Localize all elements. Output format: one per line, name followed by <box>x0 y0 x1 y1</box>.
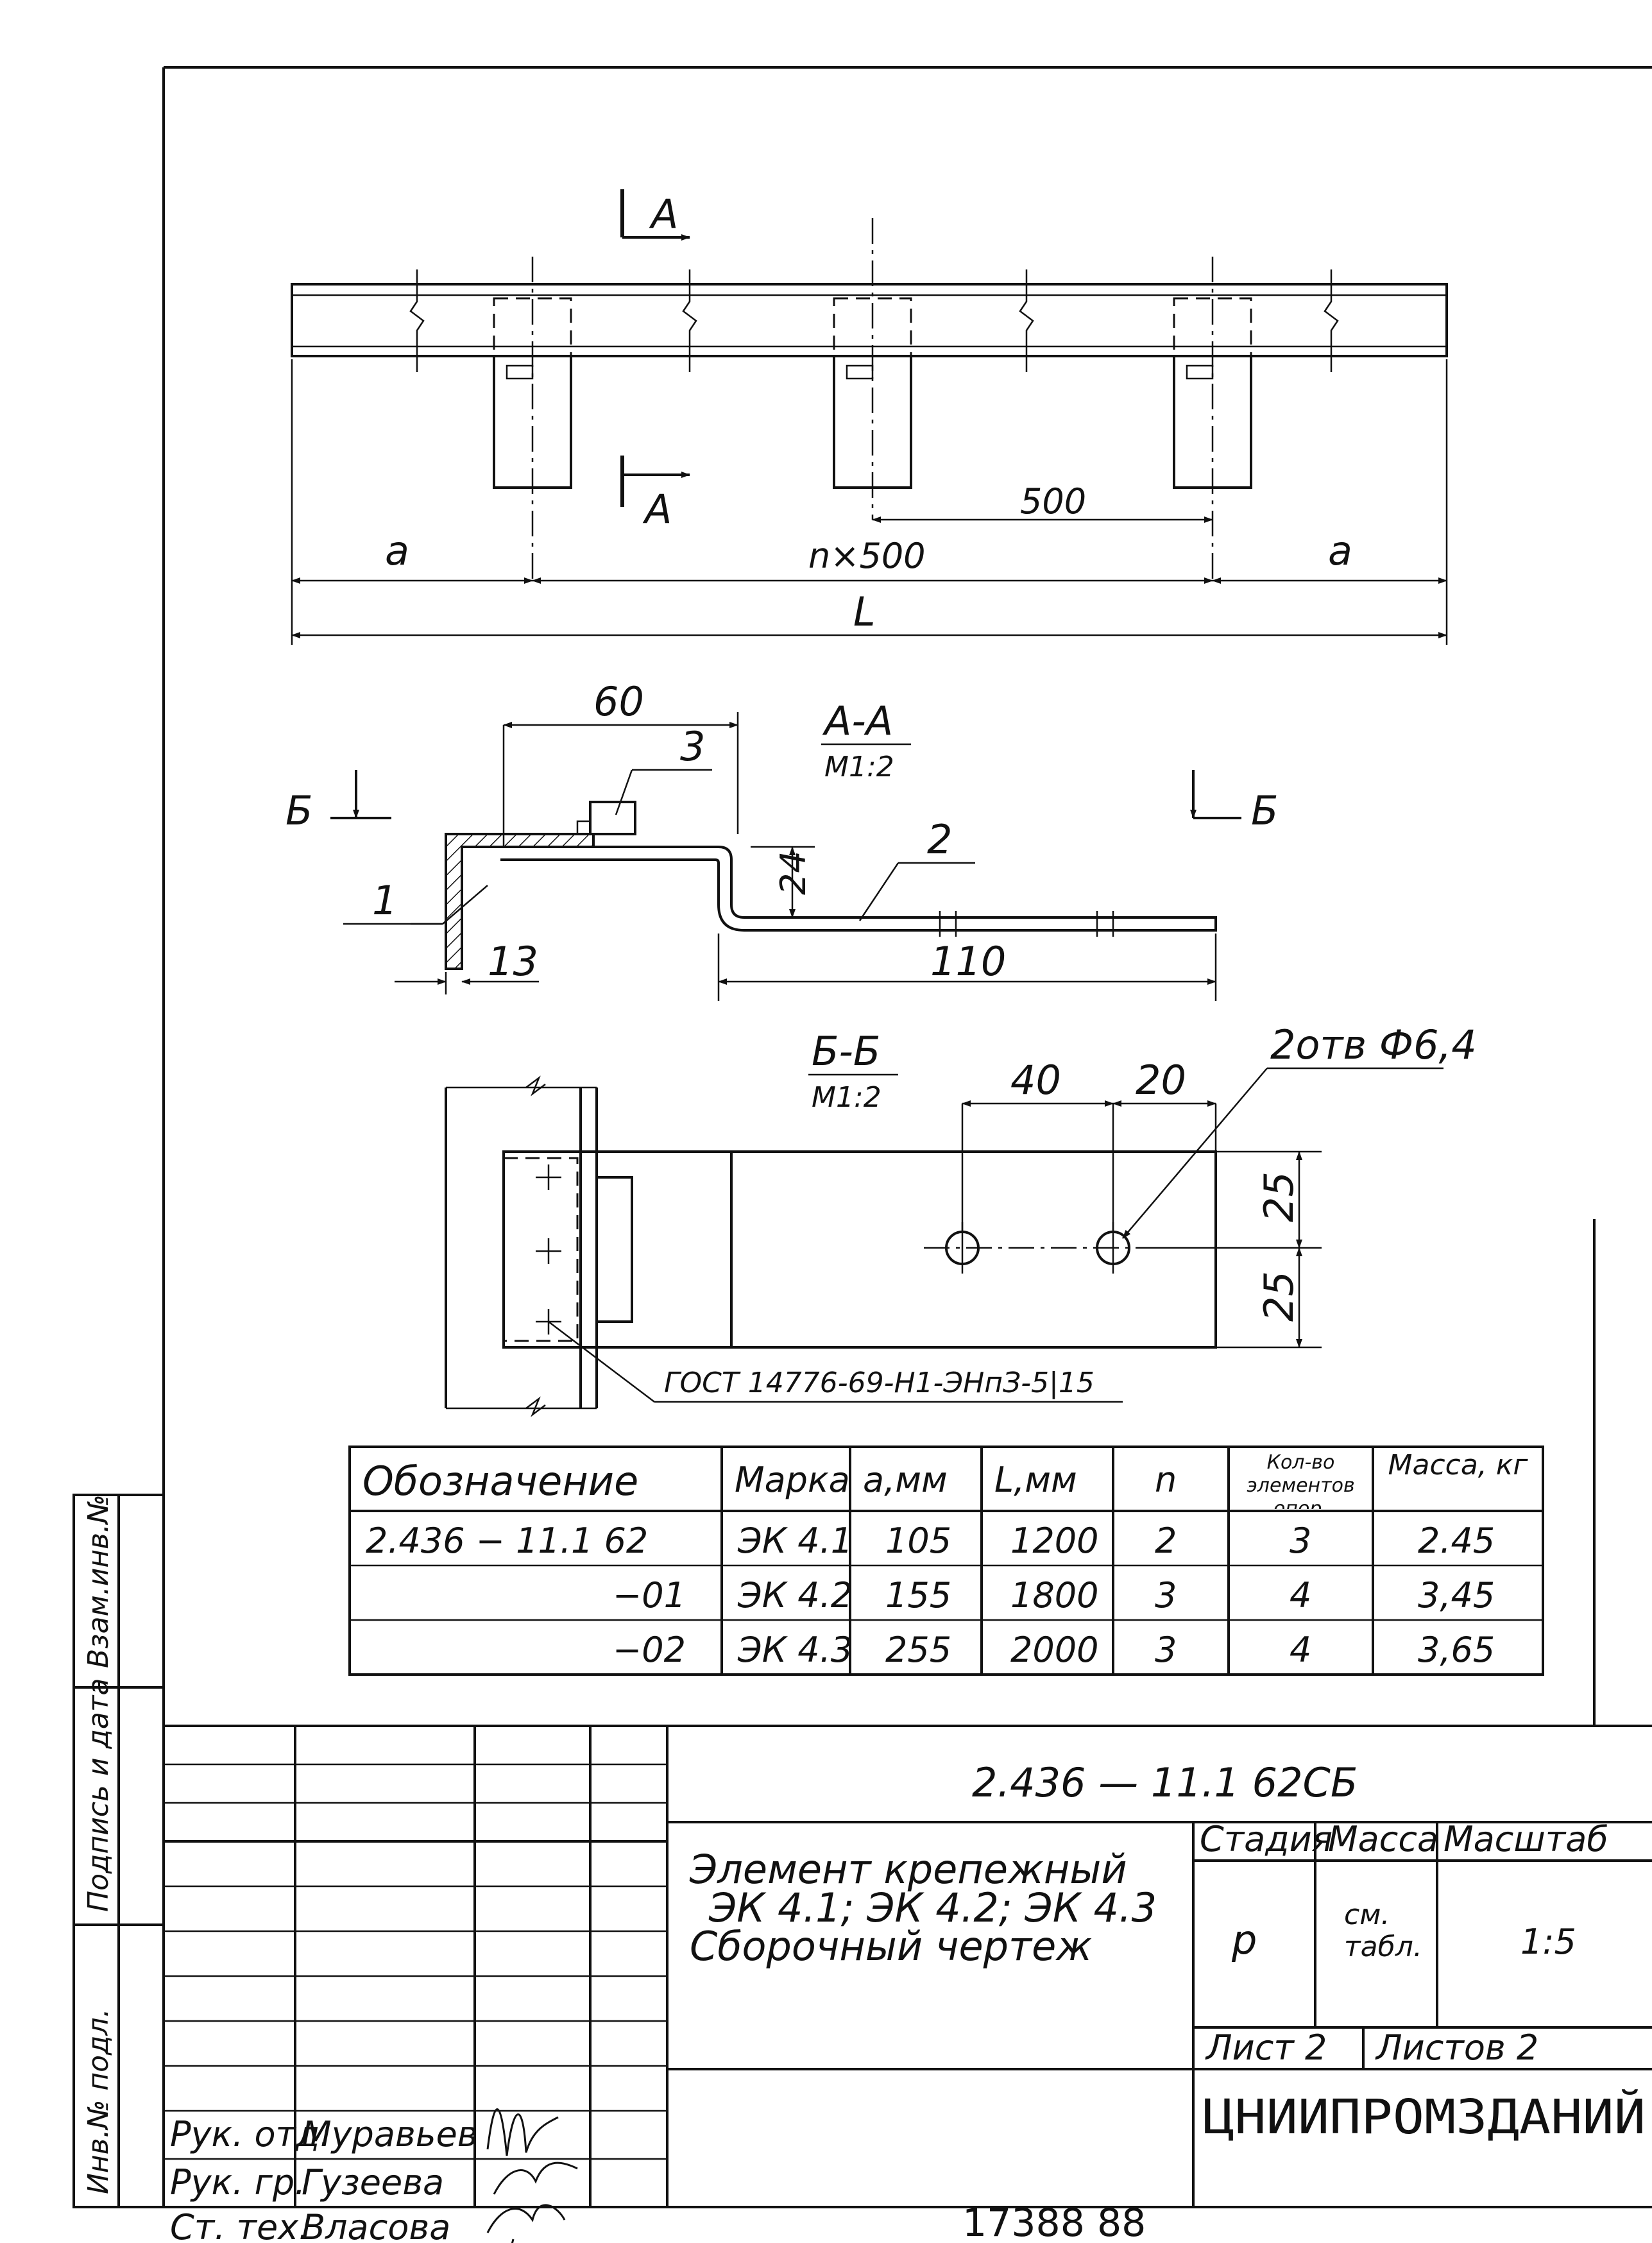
drawing-label: 110 <box>930 938 1006 985</box>
drawing-label: 2.45 <box>1418 1521 1495 1561</box>
drawing-label: 3 <box>1155 1630 1177 1670</box>
drawing-label: Стадия <box>1200 1819 1333 1859</box>
drawing-label: 25 <box>1256 1172 1302 1222</box>
drawing-label: 3 <box>1290 1521 1311 1561</box>
drawing-label: Масса <box>1328 1819 1438 1859</box>
drawing-label: 2.436 — 11.1 62СБ <box>972 1759 1358 1806</box>
drawing-label: ЭК 4.1; ЭК 4.2; ЭК 4.3 <box>708 1884 1157 1931</box>
top-view: А А 500 a n×500 a L <box>291 189 1448 645</box>
bracket-1 <box>493 257 572 581</box>
drawing-label: 25 <box>1256 1271 1302 1322</box>
dim-a-pitch: a n×500 a <box>291 359 1448 645</box>
drawing-label: ЦНИИПРОМЗДАНИЙ <box>1203 2088 1646 2145</box>
drawing-label: a,мм <box>863 1460 948 1500</box>
drawing-label: −02 <box>613 1630 686 1670</box>
drawing-label: 13 <box>488 938 538 985</box>
drawing-label: n <box>1155 1460 1177 1500</box>
drawing-label: Гузеева <box>302 2162 444 2203</box>
section-aa: А-А М1:2 Б Б 1 <box>285 678 1279 1001</box>
drawing-label: Рук. гр. <box>170 2162 305 2203</box>
drawing-label: А <box>642 486 672 533</box>
position-leaders: 1 3 2 <box>343 723 975 925</box>
drawing-label: a <box>385 527 409 574</box>
drawing-label: М1:2 <box>812 1081 881 1114</box>
drawing-label: 40 <box>1010 1057 1061 1104</box>
drawing-label: Рук. отд. <box>170 2114 330 2154</box>
section-mark-b-left: Б <box>285 770 391 834</box>
drawing-label: a <box>1328 527 1352 574</box>
drawing-label: Листов 2 <box>1375 2027 1538 2068</box>
drawing-label: 1 <box>372 877 397 924</box>
section-bb: Б-Б М1:2 40 20 <box>445 1021 1477 1417</box>
section-mark-a-bottom: А <box>620 456 690 533</box>
drawing-label: Лист 2 <box>1205 2027 1327 2068</box>
drawing-label: 2отв Ф6,4 <box>1270 1021 1477 1068</box>
drawing-label: ЭК 4.2 <box>737 1575 853 1616</box>
drawing-label: 500 <box>1020 481 1086 522</box>
section-mark-a-top: А <box>620 189 690 241</box>
drawing-label: −01 <box>613 1575 686 1616</box>
drawing-label: р <box>1231 1916 1257 1963</box>
dim-500: 500 <box>872 481 1213 523</box>
break-marks <box>409 269 1339 372</box>
dim-L: L <box>291 588 1447 638</box>
drawing-label: ЭК 4.1 <box>737 1521 853 1561</box>
drawing-label: Подпись и дата <box>82 1678 115 1912</box>
signatures <box>486 2108 578 2243</box>
weld-points <box>536 1164 561 1335</box>
drawing-label: ЭК 4.3 <box>737 1630 853 1670</box>
drawing-label: 1:5 <box>1520 1922 1576 1962</box>
drawing-label: М1:2 <box>824 751 894 783</box>
drawing-label: L,мм <box>994 1460 1077 1500</box>
drawing-label: Сборочный чертеж <box>690 1923 1092 1970</box>
left-stamp: Взам.инв.№ Подпись и дата Инв.№ подл. <box>72 1494 165 2208</box>
drawing-label: L <box>853 588 876 635</box>
drawing-label: 1800 <box>1010 1575 1098 1616</box>
drawing-label: 2.436 − 11.1 62 <box>366 1521 648 1561</box>
spec-table: Обозначение Марка a,мм L,мм n Кол-во эле… <box>348 1446 1544 1676</box>
drawing-label: 255 <box>885 1630 951 1670</box>
section-mark-b-right: Б <box>1190 770 1279 834</box>
drawing-label: 3 <box>680 723 705 770</box>
drawing-label: А <box>649 191 678 237</box>
drawing-label: 20 <box>1136 1057 1186 1104</box>
drawing-label: Масштаб <box>1443 1819 1608 1859</box>
drawing-label: Взам.инв.№ <box>82 1494 115 1668</box>
header-count: Кол-во элементов опор. <box>1247 1451 1355 1509</box>
drawing-label: Элемент крепежный <box>689 1846 1127 1893</box>
drawing-label: Б <box>285 787 313 834</box>
title-block: 2.436 — 11.1 62СБ Элемент крепежный ЭК 4… <box>164 1725 1652 2243</box>
header-mass: Масса, кг <box>1388 1451 1528 1481</box>
footer-number: 17388 88 <box>962 2201 1146 2243</box>
drawing-label: 4 <box>1290 1630 1311 1670</box>
drawing-label: 105 <box>885 1521 951 1561</box>
drawing-label: 2000 <box>1010 1630 1098 1670</box>
mass-value: см. табл. <box>1344 1899 1422 1963</box>
sheet-frame <box>162 66 1652 1726</box>
drawing-label: 2 <box>1155 1521 1177 1561</box>
drawing-label: Ст. тех. <box>170 2207 309 2243</box>
drawing-label: Б-Б <box>812 1028 880 1075</box>
drawing-label: ГОСТ 14776-69-Н1-ЭНпЗ-5|15 <box>664 1367 1094 1399</box>
drawing-label: Б <box>1251 787 1279 834</box>
drawing-label: 155 <box>885 1575 951 1616</box>
drawing-label: Власова <box>302 2207 450 2243</box>
drawing-label: 4 <box>1290 1575 1311 1616</box>
drawing-label: 3,45 <box>1418 1575 1495 1616</box>
drawing-label: 2 <box>927 816 952 863</box>
bracket-3 <box>1173 257 1252 581</box>
drawing-label: 1200 <box>1010 1521 1098 1561</box>
drawing-label: 3,65 <box>1418 1630 1495 1670</box>
bracket-2 <box>833 218 912 520</box>
drawing-label: n×500 <box>808 536 926 576</box>
drawing-label: Инв.№ подл. <box>82 2008 115 2194</box>
drawing-label: Марка <box>735 1460 850 1500</box>
drawing-label: Муравьев <box>302 2114 478 2154</box>
drawing-label: Обозначение <box>362 1458 638 1505</box>
drawing-label: 3 <box>1155 1575 1177 1616</box>
drawing-label: 24 <box>773 851 813 895</box>
drawing-label: А-А <box>822 697 893 744</box>
drawing-label: 60 <box>593 678 644 725</box>
